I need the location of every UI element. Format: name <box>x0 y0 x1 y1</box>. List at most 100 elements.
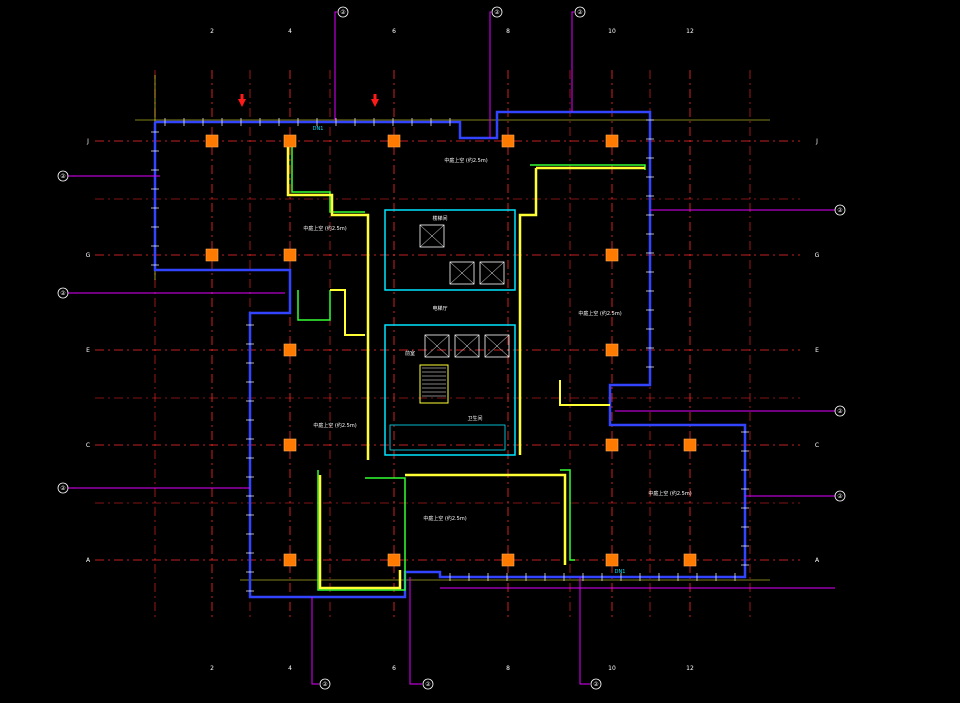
room-label: 中庭上空 (约2.5m) <box>313 422 356 429</box>
callout-right-circle <box>834 405 846 417</box>
core-label: 卫生间 <box>467 415 482 422</box>
elevator-shaft <box>479 261 505 285</box>
core-block-north <box>384 209 516 291</box>
elevator-shaft <box>449 261 475 285</box>
grid-label-bottom: 10 <box>608 665 616 672</box>
atrium-wall-yellow <box>330 289 365 336</box>
core-block-south <box>384 324 516 456</box>
callout-top-circle <box>491 6 503 18</box>
structural-column <box>205 248 219 262</box>
leader-line-top <box>489 11 491 138</box>
grid-label-bottom: 2 <box>210 665 214 672</box>
room-label: 中庭上空 (约2.5m) <box>648 490 691 497</box>
stair-well <box>419 364 449 404</box>
leader-line-top <box>571 11 574 112</box>
room-label: 中庭上空 (约2.5m) <box>423 515 466 522</box>
callout-top-text: ② <box>494 9 500 16</box>
structural-column <box>205 134 219 148</box>
building-core <box>384 209 516 456</box>
grid-label-top: 12 <box>686 28 694 35</box>
wall-tag: DN1 <box>615 569 626 575</box>
callout-left-circle <box>57 287 69 299</box>
direction-arrow-icon-stem <box>373 94 377 99</box>
callout-left-text: ② <box>60 485 66 492</box>
structural-column <box>683 438 697 452</box>
elevator-cross <box>479 261 505 285</box>
callout-bottom-text: ② <box>593 681 599 688</box>
callout-right-text: ② <box>837 408 843 415</box>
callout-top-circle <box>337 6 349 18</box>
leader-line-bottom <box>311 597 319 685</box>
structural-column <box>501 134 515 148</box>
grid-label-right: A <box>815 557 820 564</box>
core-label: 电梯厅 <box>432 305 447 312</box>
grid-label-right: G <box>815 252 820 259</box>
leader-line-bottom <box>409 577 422 685</box>
callout-left-text: ② <box>60 290 66 297</box>
direction-arrow-icon <box>371 99 379 107</box>
leader-line-bottom <box>579 577 590 685</box>
callout-right-circle <box>834 490 846 502</box>
callout-right-circle <box>834 204 846 216</box>
structural-column <box>605 248 619 262</box>
callout-right-text: ② <box>837 493 843 500</box>
grid-label-left: J <box>86 138 89 145</box>
elevator-cross <box>419 224 445 248</box>
elevator-cross <box>454 334 480 358</box>
callout-bottom-text: ② <box>425 681 431 688</box>
structural-column <box>605 343 619 357</box>
inner-wall-green <box>317 470 406 591</box>
callout-top-text: ② <box>577 9 583 16</box>
grid-label-bottom: 4 <box>288 665 292 672</box>
structural-column <box>501 553 515 567</box>
atrium-wall-yellow <box>286 140 370 460</box>
drawing-labels: 中庭上空 (约2.5m) 中庭上空 (约2.5m) 中庭上空 (约2.5m) 中庭上空… <box>238 94 692 575</box>
room-label: 中庭上空 (约2.5m) <box>444 157 487 164</box>
grid-label-left: G <box>86 252 91 259</box>
grid-label-right: C <box>815 442 819 449</box>
callout-leaders: ② ② ② ② ② ② ② ② ② ② ② ② <box>57 6 846 690</box>
callout-right-text: ② <box>837 207 843 214</box>
room-label: 中庭上空 (约2.5m) <box>303 225 346 232</box>
callout-top-text: ② <box>340 9 346 16</box>
callout-bottom-circle <box>590 678 602 690</box>
structural-column <box>387 553 401 567</box>
wall-outlines <box>151 110 749 599</box>
structural-column <box>605 438 619 452</box>
grid-label-bottom: 6 <box>392 665 396 672</box>
grid-label-top: 2 <box>210 28 214 35</box>
elevator-shaft <box>424 334 450 358</box>
grid-label-left: E <box>86 347 90 354</box>
structural-columns <box>205 134 697 567</box>
restroom-block <box>389 424 506 451</box>
grid-label-right: E <box>815 347 819 354</box>
grid-label-top: 4 <box>288 28 292 35</box>
structural-column <box>283 553 297 567</box>
inner-wall-green <box>291 140 365 213</box>
wall-tag: DN1 <box>313 126 324 132</box>
structural-column <box>605 553 619 567</box>
atrium-wall-yellow <box>318 475 402 590</box>
grid-label-bottom: 12 <box>686 665 694 672</box>
callout-bottom-text: ② <box>322 681 328 688</box>
callout-left-text: ② <box>60 173 66 180</box>
grid-label-top: 8 <box>506 28 510 35</box>
grid-label-right: J <box>815 138 818 145</box>
callout-top-circle <box>574 6 586 18</box>
inner-wall-green <box>297 290 331 321</box>
grid-label-left: C <box>86 442 90 449</box>
grid-label-top: 10 <box>608 28 616 35</box>
elevator-cross <box>449 261 475 285</box>
callout-left-circle <box>57 170 69 182</box>
elevator-cross <box>424 334 450 358</box>
atrium-wall-yellow <box>559 380 610 406</box>
atrium-wall-yellow <box>518 168 538 455</box>
core-label: 前室 <box>405 350 415 357</box>
grid-label-left: A <box>86 557 91 564</box>
direction-arrow-icon <box>238 99 246 107</box>
structural-column <box>283 343 297 357</box>
callout-left-circle <box>57 482 69 494</box>
callout-bottom-circle <box>422 678 434 690</box>
